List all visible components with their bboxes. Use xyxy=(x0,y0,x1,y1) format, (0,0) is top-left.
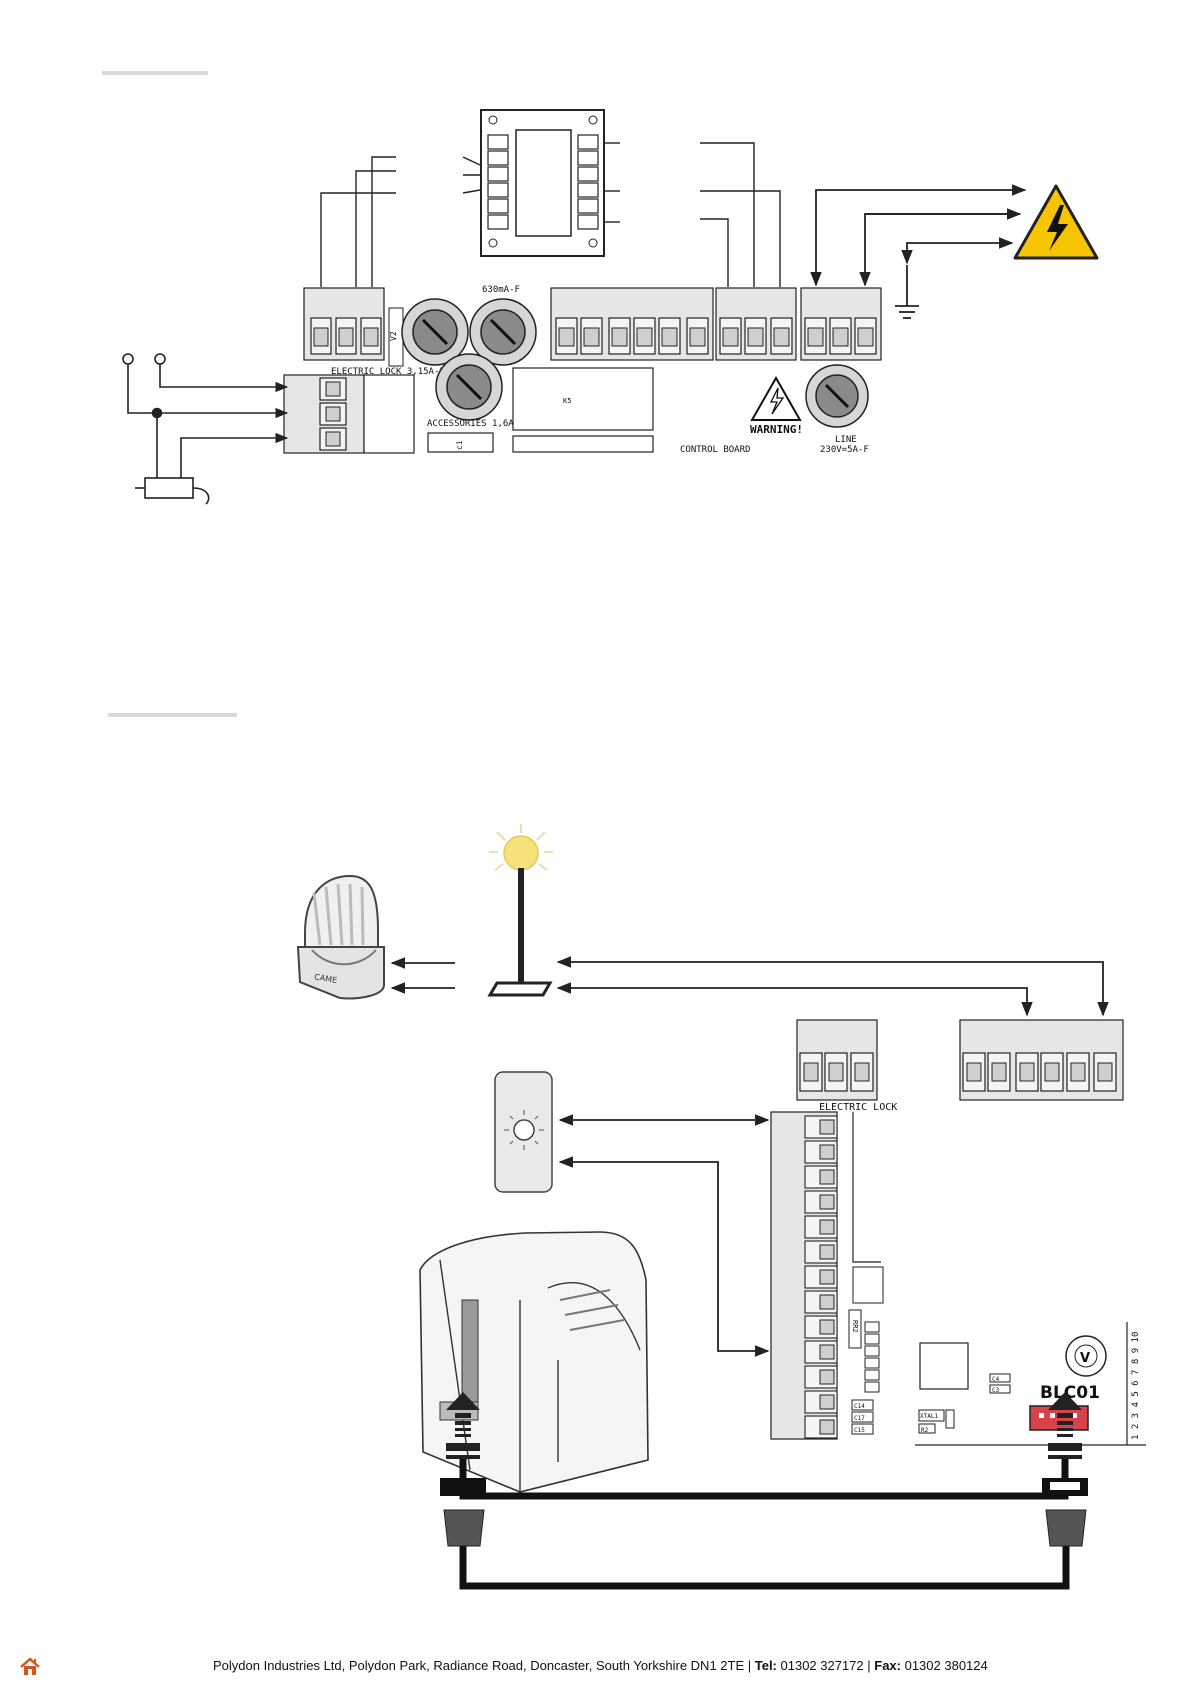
footer-tel-label: Tel: xyxy=(754,1658,777,1673)
line-label: LINE xyxy=(835,435,857,445)
c17-label: C17 xyxy=(854,1415,865,1422)
line-power-terminals xyxy=(800,287,882,361)
relay-k5 xyxy=(512,367,654,431)
c15-label: C15 xyxy=(854,1427,865,1434)
xtal-label: XTAL1 xyxy=(920,1413,938,1420)
electric-lock-label: ELECTRIC LOCK 3,15A-F xyxy=(331,367,445,377)
fuse-upper-right xyxy=(469,298,537,366)
footer-tel: 01302 327172 | xyxy=(776,1658,875,1673)
c14-label: C14 xyxy=(854,1403,865,1410)
gate-motor-icon xyxy=(419,1231,649,1493)
accessories-fuse-label: ACCESSORIES 1,6A-F xyxy=(427,419,525,429)
footer-contact: Polydon Industries Ltd, Polydon Park, Ra… xyxy=(213,1658,988,1673)
side-marker-label: ci xyxy=(455,440,464,450)
brand-label: CAME xyxy=(314,972,338,985)
bottom-wiring-diagram: CAME xyxy=(296,824,1146,1590)
section-rule-bottom xyxy=(108,713,237,717)
fuse-group xyxy=(401,298,869,428)
board-warning-icon xyxy=(750,375,802,421)
earth-ground-icon xyxy=(895,265,919,319)
connection-cable xyxy=(440,1392,1088,1590)
electric-lock-terminals: V2 ELECTRIC LOCK 3,15A-F xyxy=(303,287,445,377)
control-board-label: CONTROL BOARD xyxy=(680,445,750,455)
line-rating-label: 230V=5A-F xyxy=(820,445,869,455)
warning-label: WARNING! xyxy=(750,423,803,436)
home-icon[interactable] xyxy=(19,1657,41,1677)
footer: Polydon Industries Ltd, Polydon Park, Ra… xyxy=(0,1656,1190,1678)
garden-light-icon xyxy=(487,824,553,997)
high-voltage-warning-icon xyxy=(1013,184,1099,260)
lock-connection-terminals xyxy=(283,374,415,454)
c3-label: C3 xyxy=(992,1387,1000,1394)
c4-label: C4 xyxy=(992,1376,1000,1383)
fuse-accessories xyxy=(435,353,503,421)
transformer xyxy=(320,109,781,287)
footer-fax-label: Fax: xyxy=(874,1658,901,1673)
dip-switch-label: 1 2 3 4 5 6 7 8 9 10 xyxy=(1131,1332,1141,1440)
electric-lock-bottom-label: ELECTRIC LOCK xyxy=(819,1102,897,1113)
footer-fax: 01302 380124 xyxy=(900,1658,988,1673)
fuse-line xyxy=(805,364,869,428)
blc01-card: C4 C3 XTAL1 R2 V BLC01 1 2 3 4 5 6 7 8 9… xyxy=(915,1322,1146,1446)
relay-k5-label: K5 xyxy=(563,397,571,405)
rr2-label: RR2 xyxy=(851,1320,859,1333)
footer-company: Polydon Industries Ltd, Polydon Park, Ra… xyxy=(213,1658,755,1673)
svg-text:V: V xyxy=(1080,1351,1090,1366)
fuse-630ma-label: 630mA-F xyxy=(482,285,520,295)
r2-label: R2 xyxy=(921,1427,929,1434)
fuse-630ma xyxy=(401,298,469,366)
vertical-terminal-strip: RR2 C14 C17 C15 xyxy=(770,1111,884,1440)
transformer-output-terminals xyxy=(715,287,797,361)
section-rule-top xyxy=(102,71,208,75)
electric-lock-terminals-bottom: ELECTRIC LOCK xyxy=(796,1019,897,1113)
flashing-lamp-icon: CAME xyxy=(296,874,385,1000)
control-terminal-strip xyxy=(550,287,714,361)
top-wiring-diagram: V2 ELECTRIC LOCK 3,15A-F xyxy=(122,109,1099,505)
v2-label: V2 xyxy=(389,331,398,341)
output-terminal-block xyxy=(959,1019,1124,1101)
blc01-label: BLC01 xyxy=(1040,1383,1100,1403)
key-selector-icon xyxy=(494,1071,553,1193)
